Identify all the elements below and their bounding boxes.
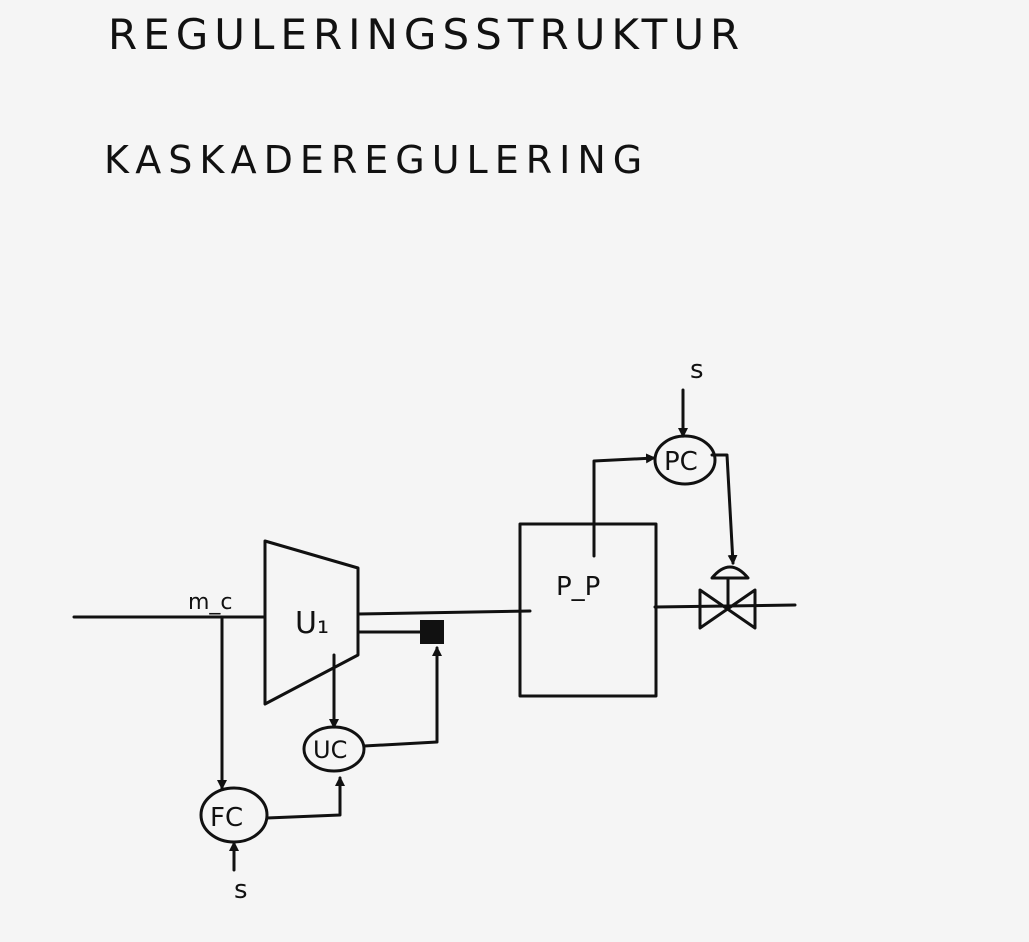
uc-controller-circle: [302, 725, 366, 773]
valve-actuator: [710, 565, 750, 580]
recycle-valve-block: [420, 620, 444, 644]
tank-symbol: [518, 522, 658, 698]
compressor-outlet-pipe: [356, 609, 532, 616]
tank-label: P_P: [556, 572, 600, 602]
uc-label: UC: [313, 736, 347, 764]
fc-label: FC: [210, 803, 243, 833]
fc-to-uc-line: [265, 776, 345, 820]
pc-label: PC: [664, 447, 698, 477]
compressor-label: U₁: [295, 606, 329, 641]
compressor-symbol: [263, 539, 360, 706]
fc-controller-circle: [199, 786, 269, 844]
diagram-heading: REGULERINGSSTRUKTUR: [108, 10, 746, 59]
pc-controller-circle: [653, 434, 717, 486]
control-valve-body: [698, 588, 757, 630]
diagram-subheading: KASKADEREGULERING: [104, 138, 650, 182]
pc-setpoint-label: s: [690, 355, 704, 385]
pressure-signal-line: [592, 453, 656, 558]
flow-label: m_c: [188, 590, 233, 615]
uc-to-recycle-line: [362, 646, 442, 748]
pc-to-valve-line: [710, 453, 738, 565]
fc-setpoint-label: s: [234, 875, 248, 905]
